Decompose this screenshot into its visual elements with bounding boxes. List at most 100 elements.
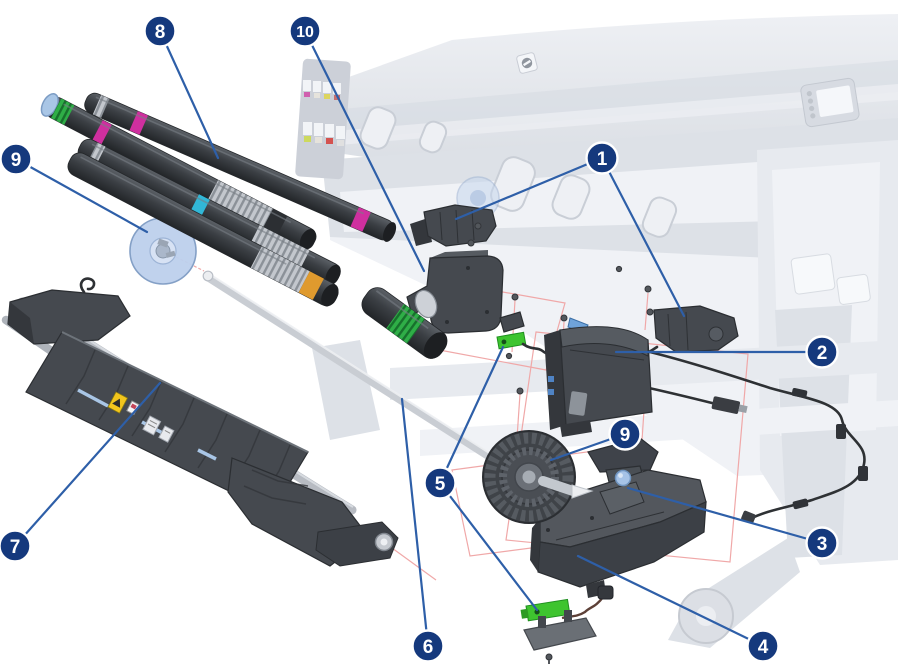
spindle-rod <box>202 270 509 471</box>
silver-ribbed-section <box>250 246 310 293</box>
callout-number: 3 <box>817 534 828 555</box>
sensor-housing-wedge <box>499 311 525 333</box>
sensor-pcb-lower <box>520 598 571 622</box>
sensor-pcb-upper <box>496 331 527 350</box>
hinge-pin-face <box>380 538 388 546</box>
cable-plug <box>597 585 614 600</box>
panel-button <box>810 113 816 119</box>
bracket-boss <box>708 326 724 342</box>
hp-logo <box>516 52 538 74</box>
roll-stop-white <box>790 253 836 295</box>
leader-1a <box>454 156 604 221</box>
cable-harness <box>596 345 868 524</box>
rod-tip <box>202 270 214 282</box>
leader-10 <box>303 29 426 273</box>
callout-badge-10: 10 <box>288 14 322 48</box>
blue-thumbscrew <box>614 469 632 487</box>
leader-5a <box>438 345 505 485</box>
bin-edge-highlight <box>61 331 309 453</box>
bin-end-shadow <box>8 302 34 344</box>
cover-front-face <box>537 501 707 588</box>
callout-badge-4: 4 <box>746 629 780 663</box>
spindle-tube-2 <box>40 93 317 250</box>
instruction-label-2 <box>158 425 175 443</box>
spindle-tubes <box>40 92 397 307</box>
callout-badge-1: 1 <box>585 141 619 175</box>
callout-number: 2 <box>817 343 828 364</box>
tube-open-end <box>382 222 397 242</box>
leader-6 <box>400 397 430 648</box>
callout-number: 1 <box>597 149 608 170</box>
lower-sensor-group <box>520 585 614 664</box>
spindle-tube-4 <box>67 152 339 307</box>
media-holder-hook <box>406 250 504 334</box>
callout-number: 9 <box>620 425 631 446</box>
roll-stop-white-2 <box>836 273 871 305</box>
callout-number: 8 <box>155 22 166 43</box>
spindle-hub-disc <box>129 217 197 285</box>
instruction-label <box>142 415 162 436</box>
din-connector <box>711 396 748 414</box>
panel-screen <box>816 85 854 117</box>
callout-badge-6: 6 <box>411 629 445 663</box>
hub-latch-detail <box>157 238 169 248</box>
callout-badge-8: 8 <box>143 14 177 48</box>
leader-7 <box>13 381 162 548</box>
motor-label <box>568 391 588 416</box>
panel-button <box>809 105 815 112</box>
spindle-tube-1 <box>84 92 397 242</box>
callout-badge-9-left: 9 <box>0 142 33 176</box>
tube-open-end <box>321 284 339 307</box>
magenta-band <box>350 207 371 232</box>
orange-band <box>298 271 324 300</box>
bin-assembly <box>1 277 399 567</box>
ferrite-bead <box>791 388 808 399</box>
pinch-bracket-right <box>653 305 739 353</box>
silver-ribbed-section <box>207 180 274 229</box>
hub-latch-detail <box>165 250 176 258</box>
callout-badge-3: 3 <box>805 526 839 560</box>
callout-badge-5: 5 <box>423 466 457 500</box>
tube-open-end <box>299 229 316 250</box>
left-roll-hub-core <box>470 190 486 206</box>
holder-opening <box>414 289 438 319</box>
short-spindle-tube <box>361 287 448 359</box>
spindle-shaft-end <box>538 476 594 499</box>
leader-1b <box>600 156 686 318</box>
bin-sensor-cable-curl <box>79 277 96 294</box>
bin-hinge-bracket <box>315 521 399 567</box>
leader-3 <box>626 486 824 545</box>
bracket-ribs <box>667 311 689 351</box>
callout-number: 7 <box>10 537 21 558</box>
callout-number: 4 <box>758 637 769 658</box>
bin-end-piece-upper <box>7 289 131 345</box>
leader-9-left <box>14 157 149 234</box>
ferrite-bead <box>836 424 846 439</box>
ferrite-bead <box>858 466 868 481</box>
leader-5b <box>438 481 539 612</box>
callout-badge-9-center: 9 <box>608 417 642 451</box>
ink-supply-station <box>295 58 351 180</box>
green-ribbed-band <box>50 98 75 125</box>
callout-badge-2: 2 <box>805 335 839 369</box>
motor-connector-blue <box>548 376 554 382</box>
ferrite-bead <box>792 498 809 510</box>
ink-slot-row-lower <box>303 122 345 146</box>
leader-8 <box>158 29 220 160</box>
bracket-post <box>538 616 546 628</box>
warning-label <box>107 391 129 414</box>
wheel-hub-core <box>522 470 536 484</box>
leader-4 <box>576 554 765 648</box>
panel-button <box>806 91 812 97</box>
tube-open-end <box>325 264 341 286</box>
leader-lines <box>13 29 824 648</box>
callout-badge-7: 7 <box>0 529 32 563</box>
callout-number: 5 <box>435 474 446 495</box>
tube-open-end <box>423 332 448 359</box>
panel-button <box>807 98 814 104</box>
spindle-gear-wheel <box>482 430 576 524</box>
left-stand-leg-faded <box>312 340 380 440</box>
pinch-bracket-left <box>410 204 497 247</box>
